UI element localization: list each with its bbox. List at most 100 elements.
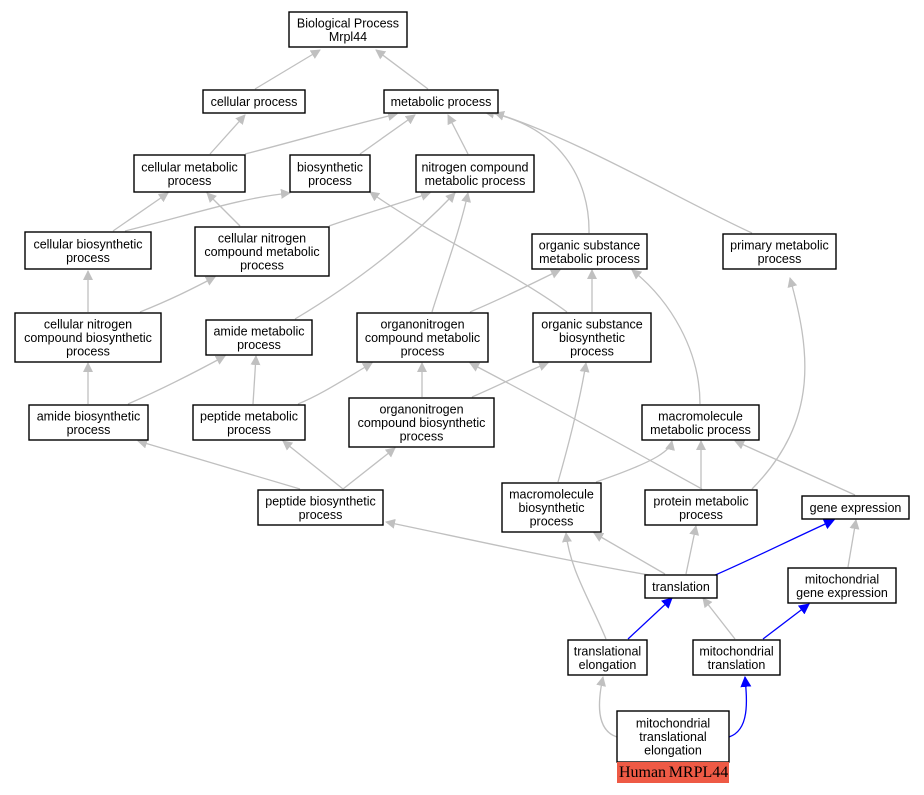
node-label-line: mitochondrial — [636, 717, 710, 731]
edge-7 — [494, 110, 753, 234]
edge-15 — [431, 192, 471, 313]
node-label-line: process — [570, 345, 614, 359]
edge-10 — [206, 192, 241, 227]
node-label-line: macromolecule — [658, 409, 743, 423]
node-label-line: peptide biosynthetic — [265, 494, 376, 508]
edge-45 — [728, 675, 752, 738]
node-label-line: process — [530, 515, 574, 529]
node-label-line: primary metabolic — [730, 238, 829, 252]
node-label-line: translation — [708, 658, 766, 672]
node-label-line: process — [237, 338, 281, 352]
node-label-line: amide biosynthetic — [37, 409, 141, 423]
node-metabolic[interactable]: metabolic process — [383, 89, 499, 114]
node-label-line: cellular nitrogen — [218, 232, 306, 246]
node-label-line: process — [168, 174, 212, 188]
node-label-line: process — [299, 508, 343, 522]
node-label-line: nitrogen compound — [421, 160, 528, 174]
edge-32 — [469, 362, 703, 490]
edge-3 — [244, 111, 398, 155]
node-gene-expr[interactable]: gene expression — [801, 495, 910, 520]
edge-21 — [250, 355, 261, 405]
node-label-line: Mrpl44 — [329, 30, 367, 44]
node-label-line: metabolic process — [539, 252, 640, 266]
node-label-line: compound metabolic — [204, 245, 319, 259]
badge-species-cell — [617, 762, 668, 783]
node-label-line: organonitrogen — [379, 403, 463, 417]
node-translation[interactable]: translation — [644, 574, 718, 599]
edge-26 — [282, 440, 344, 490]
edge-35 — [685, 525, 700, 575]
edge-44 — [596, 676, 618, 738]
edge-20 — [127, 355, 226, 405]
node-label-line: process — [227, 423, 271, 437]
node-label-line: cellular biosynthetic — [33, 237, 142, 251]
node-label-line: biosynthetic — [559, 331, 625, 345]
node-label-line: translational — [639, 730, 706, 744]
node-label-line: compound metabolic — [365, 331, 480, 345]
node-label-line: translation — [652, 580, 710, 594]
node-label-line: metabolic process — [425, 174, 526, 188]
node-label-line: biosynthetic — [518, 501, 584, 515]
node-label-line: organic substance — [541, 318, 643, 332]
node-label-line: elongation — [579, 658, 637, 672]
node-label-line: process — [66, 345, 110, 359]
edge-40 — [627, 597, 673, 640]
node-label-line: process — [308, 174, 352, 188]
node-label-line: process — [66, 251, 110, 265]
edge-22 — [297, 362, 373, 405]
node-label-line: elongation — [644, 744, 702, 758]
node-cellular[interactable]: cellular process — [202, 89, 306, 114]
node-label-line: metabolic process — [391, 95, 492, 109]
badge-gene-cell — [668, 762, 729, 783]
node-label-line: peptide metabolic — [200, 409, 298, 423]
node-label-line: cellular metabolic — [141, 160, 238, 174]
node-label-line: organonitrogen — [380, 318, 464, 332]
edge-18 — [369, 191, 568, 313]
edge-29 — [595, 440, 675, 483]
node-label-line: organic substance — [539, 238, 641, 252]
node-label-line: process — [401, 345, 445, 359]
node-label-line: protein metabolic — [653, 494, 748, 508]
edge-42 — [712, 519, 836, 577]
node-label-line: process — [240, 259, 284, 273]
node-label-line: process — [400, 430, 444, 444]
node-label-line: process — [679, 508, 723, 522]
edges — [83, 49, 860, 738]
node-label-line: biosynthetic — [297, 160, 363, 174]
node-label-line: amide metabolic — [213, 324, 304, 338]
node-label-line: cellular nitrogen — [44, 318, 132, 332]
edge-27 — [342, 447, 396, 490]
node-label-line: gene expression — [796, 586, 888, 600]
edge-25 — [631, 269, 701, 405]
edge-30 — [557, 362, 590, 483]
badge-species-label: Human — [619, 764, 666, 781]
edge-1 — [375, 49, 429, 90]
edge-39 — [562, 532, 607, 640]
